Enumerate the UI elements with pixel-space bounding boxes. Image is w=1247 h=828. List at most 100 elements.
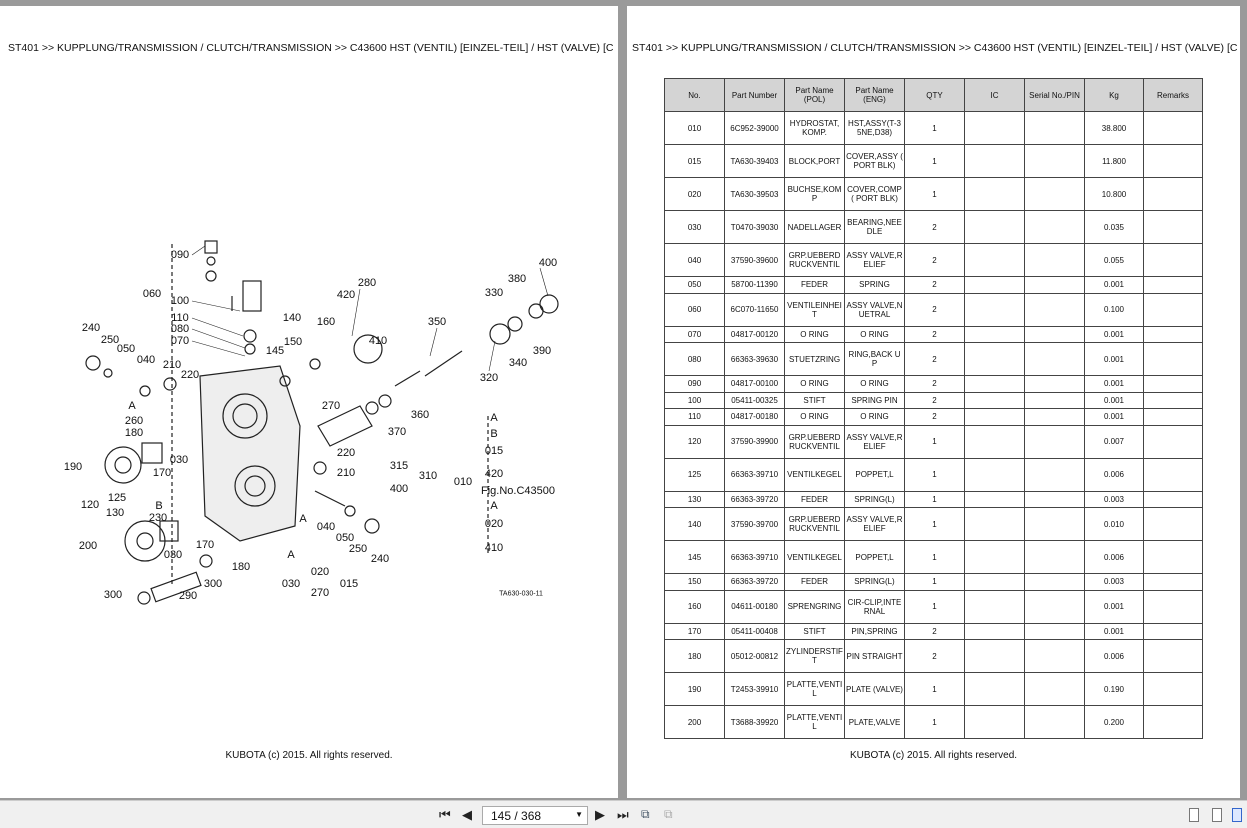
table-cell: NADELLAGER: [784, 210, 845, 244]
callout-label: 020: [484, 518, 504, 530]
table-cell: 58700-11390: [724, 276, 785, 294]
table-cell: [964, 342, 1025, 376]
table-cell: 110: [664, 408, 725, 426]
table-cell: [1024, 672, 1085, 706]
fit-page-icon[interactable]: ⧉: [641, 807, 650, 821]
table-cell: 145: [664, 540, 725, 574]
table-cell: [1024, 540, 1085, 574]
copyright: KUBOTA (c) 2015. All rights reserved.: [225, 750, 393, 761]
callout-label: 200: [78, 540, 98, 552]
table-cell: 080: [664, 342, 725, 376]
table-cell: [964, 705, 1025, 739]
table-cell: 2: [904, 276, 965, 294]
table-cell: [1024, 457, 1085, 492]
table-cell: [1024, 292, 1085, 327]
chevron-down-icon: ▼: [575, 810, 583, 819]
callout-label: 170: [152, 467, 172, 479]
table-cell: PIN STRAIGHT: [844, 639, 905, 673]
table-cell: 140: [664, 507, 725, 541]
table-cell: 100: [664, 391, 725, 409]
callout-label: 240: [81, 322, 101, 334]
table-cell: PLATTE,VENTIL: [784, 672, 845, 706]
table-cell: 180: [664, 639, 725, 673]
table-cell: 0.003: [1084, 490, 1144, 508]
table-cell: 2: [904, 408, 965, 426]
table-cell: COVER,COMP( PORT BLK): [844, 177, 905, 211]
table-cell: 04817-00180: [724, 408, 785, 426]
table-cell: [964, 622, 1025, 640]
table-cell: 2: [904, 391, 965, 409]
table-cell: 66363-39720: [724, 490, 785, 508]
table-cell: 170: [664, 622, 725, 640]
continuous-view-icon[interactable]: [1212, 808, 1222, 822]
callout-label: 350: [427, 316, 447, 328]
table-cell: 090: [664, 375, 725, 393]
table-cell: [1143, 375, 1203, 393]
column-header: QTY: [904, 78, 965, 112]
table-cell: STUETZRING: [784, 342, 845, 376]
callout-label: 180: [231, 561, 251, 573]
table-cell: [964, 490, 1025, 508]
callout-label: Fig.No.C43500: [481, 485, 555, 497]
callout-label: A: [299, 513, 307, 525]
table-cell: 2: [904, 622, 965, 640]
table-cell: 1: [904, 672, 965, 706]
table-cell: [1024, 573, 1085, 591]
table-cell: 0.100: [1084, 292, 1144, 327]
table-cell: SPRING(L): [844, 573, 905, 591]
table-cell: [1143, 144, 1203, 178]
table-cell: [1143, 672, 1203, 706]
table-cell: PLATE (VALVE): [844, 672, 905, 706]
first-page-button[interactable]: ⏮: [439, 807, 451, 822]
table-cell: O RING: [784, 408, 845, 426]
table-cell: [1024, 276, 1085, 294]
callout-label: A: [490, 412, 498, 424]
callout-label: A: [490, 500, 498, 512]
table-cell: [1143, 292, 1203, 327]
last-page-button[interactable]: ⏭: [617, 807, 629, 822]
callout-label: 220: [336, 447, 356, 459]
page-selector[interactable]: 145 / 368▼: [482, 806, 588, 825]
table-cell: T2453-39910: [724, 672, 785, 706]
previous-page-button[interactable]: ◀: [462, 807, 472, 822]
table-cell: 0.190: [1084, 672, 1144, 706]
callout-label: A: [287, 549, 295, 561]
table-cell: RING,BACK UP: [844, 342, 905, 376]
table-cell: [964, 391, 1025, 409]
table-cell: 04817-00120: [724, 325, 785, 343]
table-cell: 2: [904, 243, 965, 277]
callout-label: 190: [63, 461, 83, 473]
table-cell: [1143, 325, 1203, 343]
table-cell: SPRENGRING: [784, 589, 845, 624]
table-cell: [1024, 424, 1085, 459]
two-page-view-icon[interactable]: [1232, 808, 1242, 822]
fit-width-icon[interactable]: ⧉: [664, 807, 673, 821]
table-cell: 0.003: [1084, 573, 1144, 591]
table-cell: [1024, 705, 1085, 739]
table-cell: 1: [904, 177, 965, 211]
table-cell: 040: [664, 243, 725, 277]
table-cell: [964, 589, 1025, 624]
callout-label: 140: [282, 312, 302, 324]
table-cell: [1143, 573, 1203, 591]
table-cell: 0.001: [1084, 342, 1144, 376]
table-cell: O RING: [784, 325, 845, 343]
table-cell: 11.800: [1084, 144, 1144, 178]
table-cell: [964, 639, 1025, 673]
single-page-view-icon[interactable]: [1189, 808, 1199, 822]
callout-label: 390: [532, 345, 552, 357]
next-page-button[interactable]: ▶: [595, 807, 605, 822]
callout-label: 300: [103, 589, 123, 601]
table-cell: 2: [904, 639, 965, 673]
table-cell: 05012-00812: [724, 639, 785, 673]
table-cell: ASSY VALVE,RELIEF: [844, 243, 905, 277]
table-cell: [1143, 111, 1203, 145]
